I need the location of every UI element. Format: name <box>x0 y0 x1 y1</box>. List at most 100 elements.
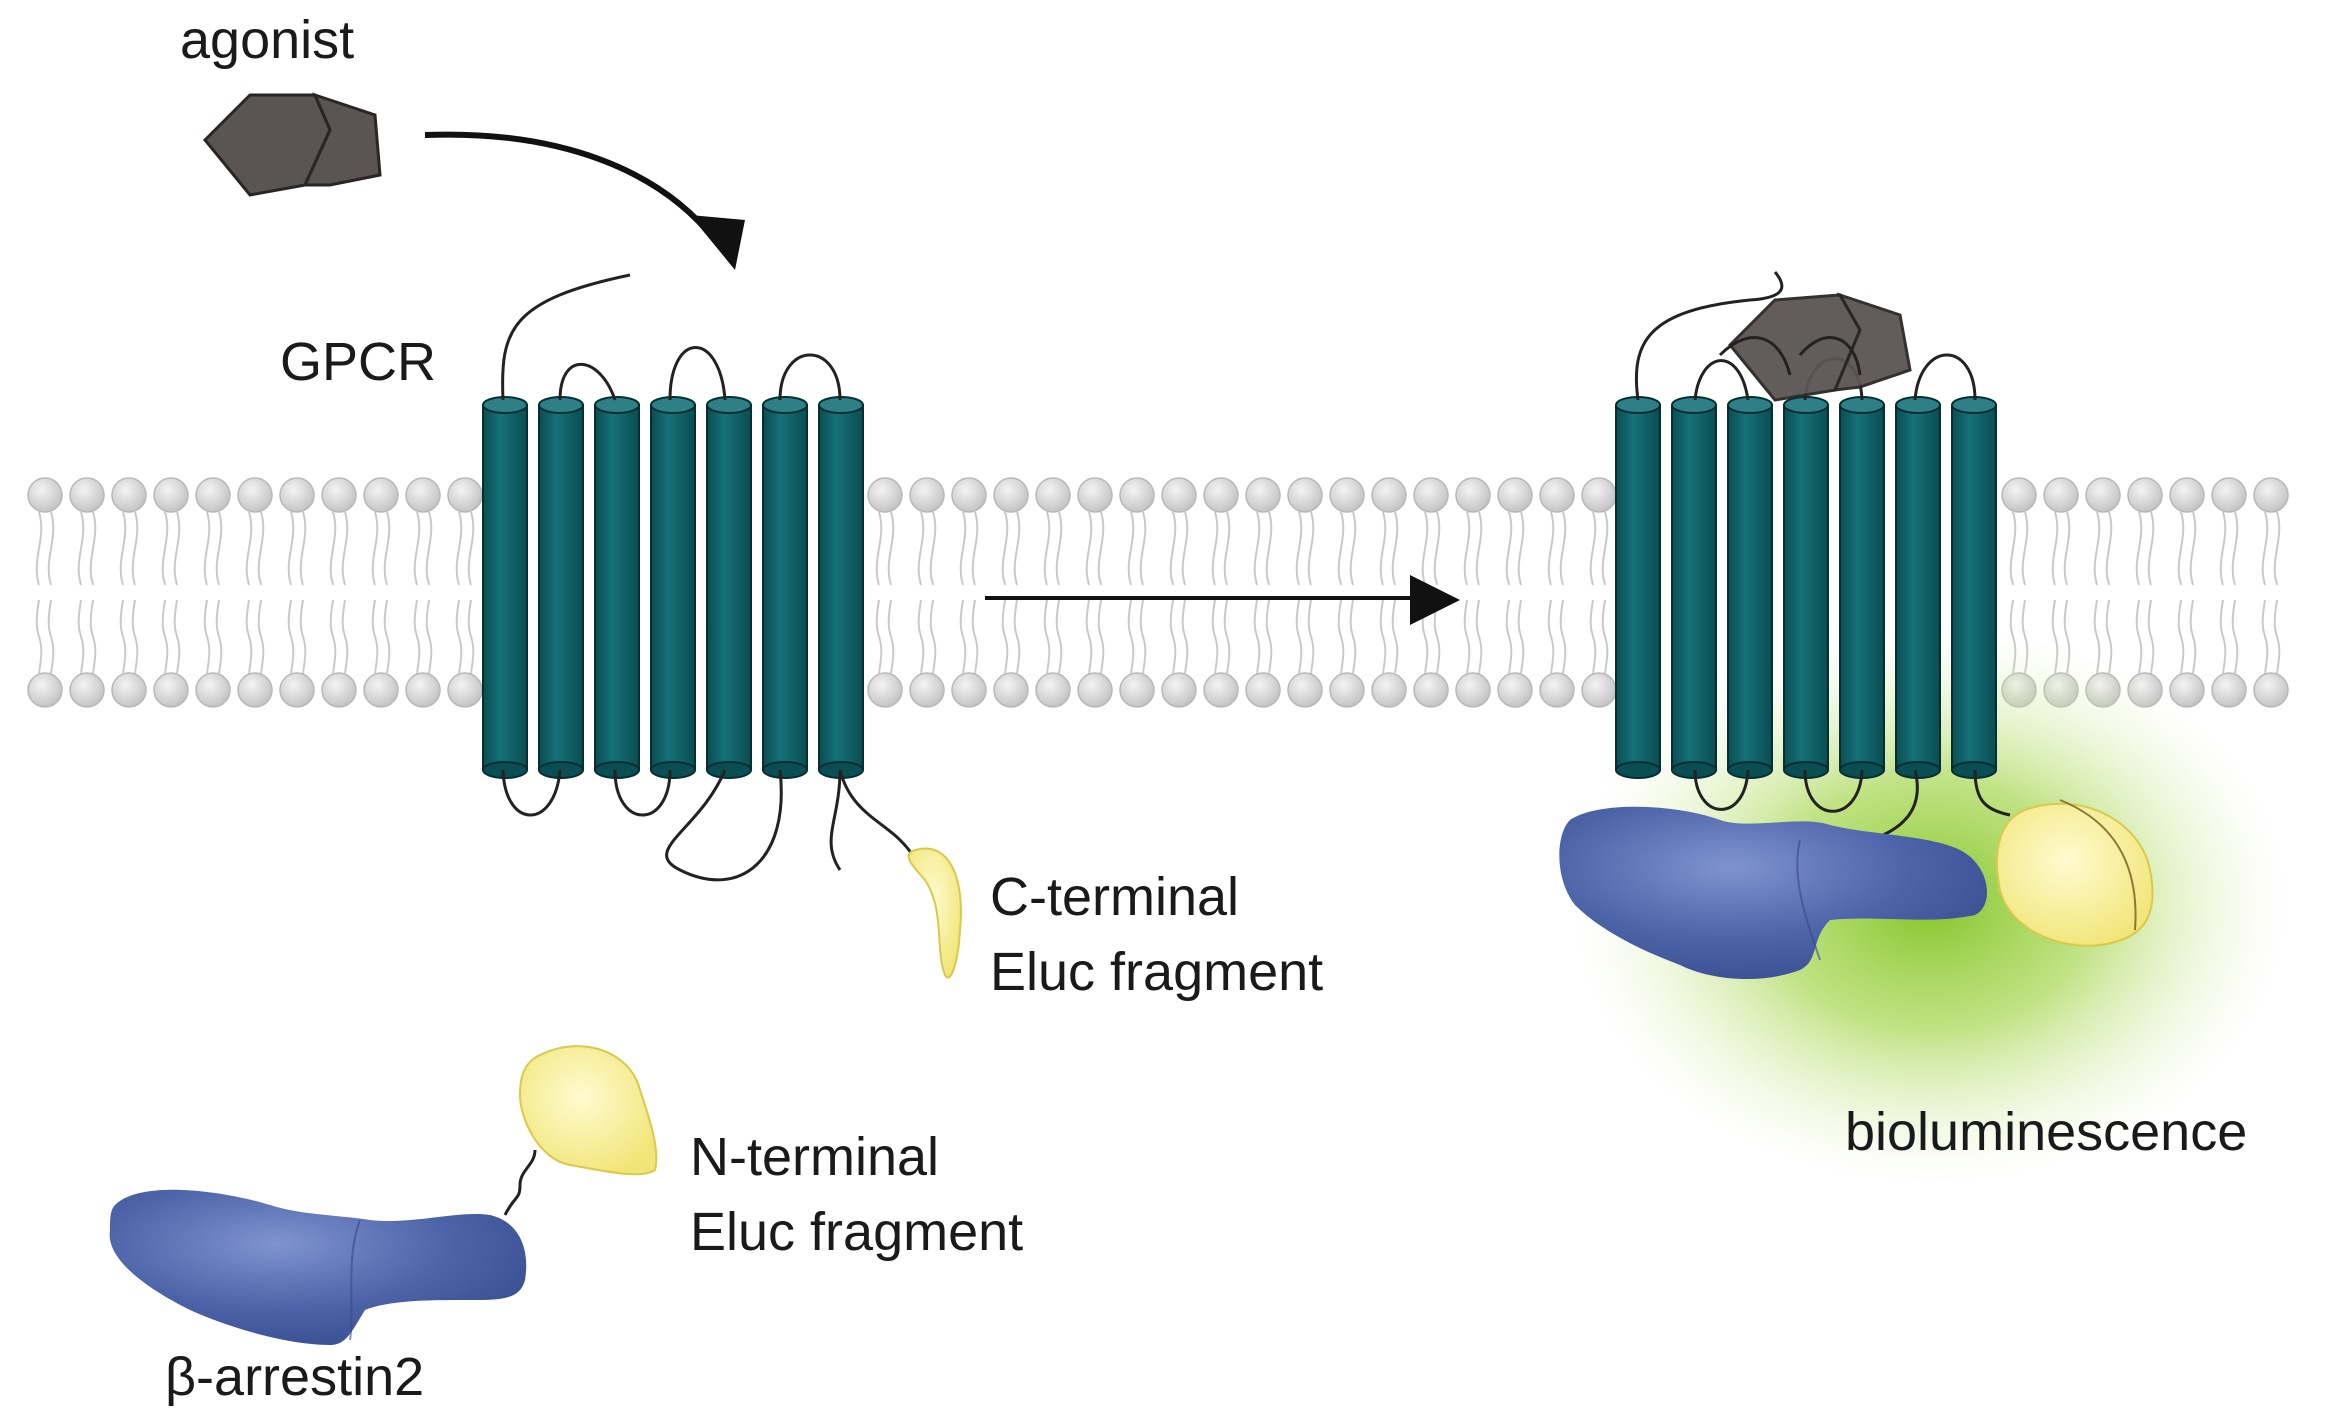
lipid-head <box>951 477 987 513</box>
lipid-tail <box>1505 511 1513 586</box>
lipid-tail <box>1433 599 1441 674</box>
lipid-head <box>1455 477 1491 513</box>
lipid-tail <box>173 599 181 674</box>
lipid-head <box>111 477 147 513</box>
lipid-tail <box>1505 599 1513 674</box>
helix-cap <box>482 396 528 414</box>
lipid-head <box>2043 477 2079 513</box>
lipid-head <box>2211 477 2247 513</box>
lipid-tail <box>2093 511 2101 586</box>
lipid-head <box>1077 672 1113 708</box>
lipid-tail <box>1001 511 1009 586</box>
lipid-tail <box>47 511 55 586</box>
lipid-head <box>1119 672 1155 708</box>
lipid-tail <box>371 511 379 586</box>
lipid-tail <box>959 599 967 674</box>
lipid-tail <box>287 511 295 586</box>
lipid-head <box>909 672 945 708</box>
lipid-head <box>2253 672 2289 708</box>
lipid-tail <box>2261 599 2269 674</box>
lipid-tail <box>1181 511 1189 586</box>
helix-cap <box>594 396 640 414</box>
lipid-tail <box>329 511 337 586</box>
lipid-tail <box>1589 599 1597 674</box>
lipid-tail <box>467 599 475 674</box>
arrestin-linker <box>503 1149 537 1216</box>
lipid-tail <box>257 511 265 586</box>
lipid-tail <box>383 599 391 674</box>
lipid-tail <box>299 511 307 586</box>
lipid-tail <box>371 599 379 674</box>
lipid-tail <box>1517 599 1525 674</box>
lipid-head <box>237 477 273 513</box>
lipid-head <box>1413 477 1449 513</box>
helix-cap <box>538 761 584 779</box>
lipid-head <box>1497 672 1533 708</box>
lipid-head <box>279 672 315 708</box>
lipid-tail <box>1265 599 1273 674</box>
helix-cap <box>482 761 528 779</box>
transmembrane-helix <box>1783 404 1829 771</box>
lipid-head <box>1371 477 1407 513</box>
lipid-tail <box>89 599 97 674</box>
lipid-tail <box>1043 599 1051 674</box>
lipid-tail <box>215 599 223 674</box>
lipid-tail <box>1211 511 1219 586</box>
lipid-tail <box>1337 511 1345 586</box>
lipid-tail <box>2063 511 2071 586</box>
lipid-head <box>2169 477 2205 513</box>
lipid-head <box>279 477 315 513</box>
helix-cap <box>1615 761 1661 779</box>
lipid-head <box>111 672 147 708</box>
lipid-tail <box>917 599 925 674</box>
lipid-tail <box>1169 511 1177 586</box>
lipid-head <box>1035 477 1071 513</box>
lipid-head <box>2169 672 2205 708</box>
lipid-head <box>1203 477 1239 513</box>
helix-cap <box>1895 396 1941 414</box>
lipid-tail <box>1391 599 1399 674</box>
lipid-head <box>1287 672 1323 708</box>
helix-cap <box>762 396 808 414</box>
lipid-tail <box>1169 599 1177 674</box>
lipid-tail <box>47 599 55 674</box>
lipid-tail <box>1475 599 1483 674</box>
lipid-head <box>2085 477 2121 513</box>
lipid-head <box>447 672 483 708</box>
helix-cap <box>1895 761 1941 779</box>
beta-arrestin2-free <box>109 1189 527 1345</box>
transmembrane-helix <box>1615 404 1661 771</box>
arrestin-label: β-arrestin2 <box>165 1347 424 1407</box>
lipid-head <box>1161 477 1197 513</box>
gpcr-left-loops <box>501 273 922 882</box>
lipid-tail <box>2219 511 2227 586</box>
lipid-head <box>1245 477 1281 513</box>
lipid-tail <box>341 511 349 586</box>
lipid-tail <box>1547 511 1555 586</box>
lipid-head <box>27 477 63 513</box>
lipid-tail <box>2135 599 2143 674</box>
lipid-tail <box>1253 599 1261 674</box>
lipid-tail <box>2105 599 2113 674</box>
lipid-tail <box>2021 511 2029 586</box>
lipid-head <box>195 672 231 708</box>
lipid-tail <box>1307 511 1315 586</box>
lipid-tail <box>1475 511 1483 586</box>
transition-arrow-head <box>1410 575 1460 625</box>
binding-arrow-head <box>690 215 745 270</box>
lipid-tail <box>1349 511 1357 586</box>
lipid-tail <box>2147 511 2155 586</box>
lipid-tail <box>1139 599 1147 674</box>
lipid-tail <box>929 511 937 586</box>
lipid-tail <box>1433 511 1441 586</box>
lipid-tail <box>1307 599 1315 674</box>
lipid-tail <box>35 511 43 586</box>
lipid-tail <box>971 599 979 674</box>
lipid-tail <box>425 599 433 674</box>
lipid-tail <box>1127 511 1135 586</box>
lipid-head <box>2211 672 2247 708</box>
lipid-tail <box>383 511 391 586</box>
lipid-tail <box>1085 511 1093 586</box>
lipid-head <box>1119 477 1155 513</box>
